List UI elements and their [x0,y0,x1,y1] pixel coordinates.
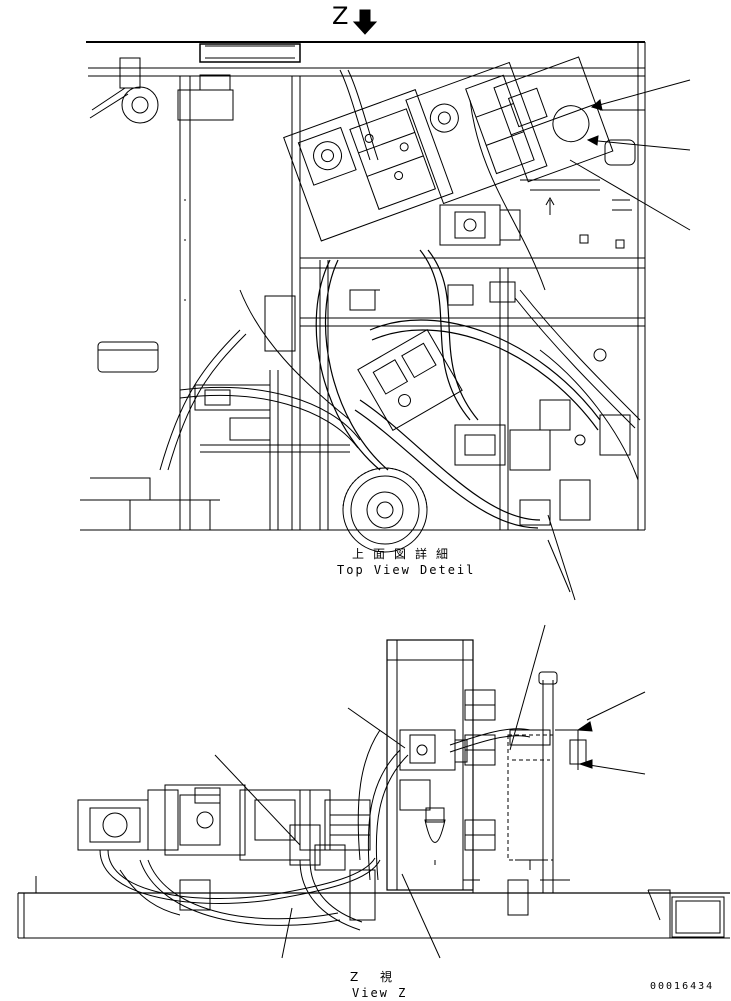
top-view-caption-jp: 上面図詳細 [352,547,458,561]
view-marker-letter: Z [332,2,351,30]
view-z-caption-en: View Z [352,986,408,1000]
top-view-caption-en: Top View Deteil [337,563,476,577]
drawing-number: 00016434 [650,981,715,992]
view-z-arrow [352,9,378,35]
view-z-caption-jp: Z 視 [350,970,402,984]
top-view-detail [80,41,691,601]
view-z-drawing [17,624,730,959]
down-arrow-icon [354,10,376,34]
